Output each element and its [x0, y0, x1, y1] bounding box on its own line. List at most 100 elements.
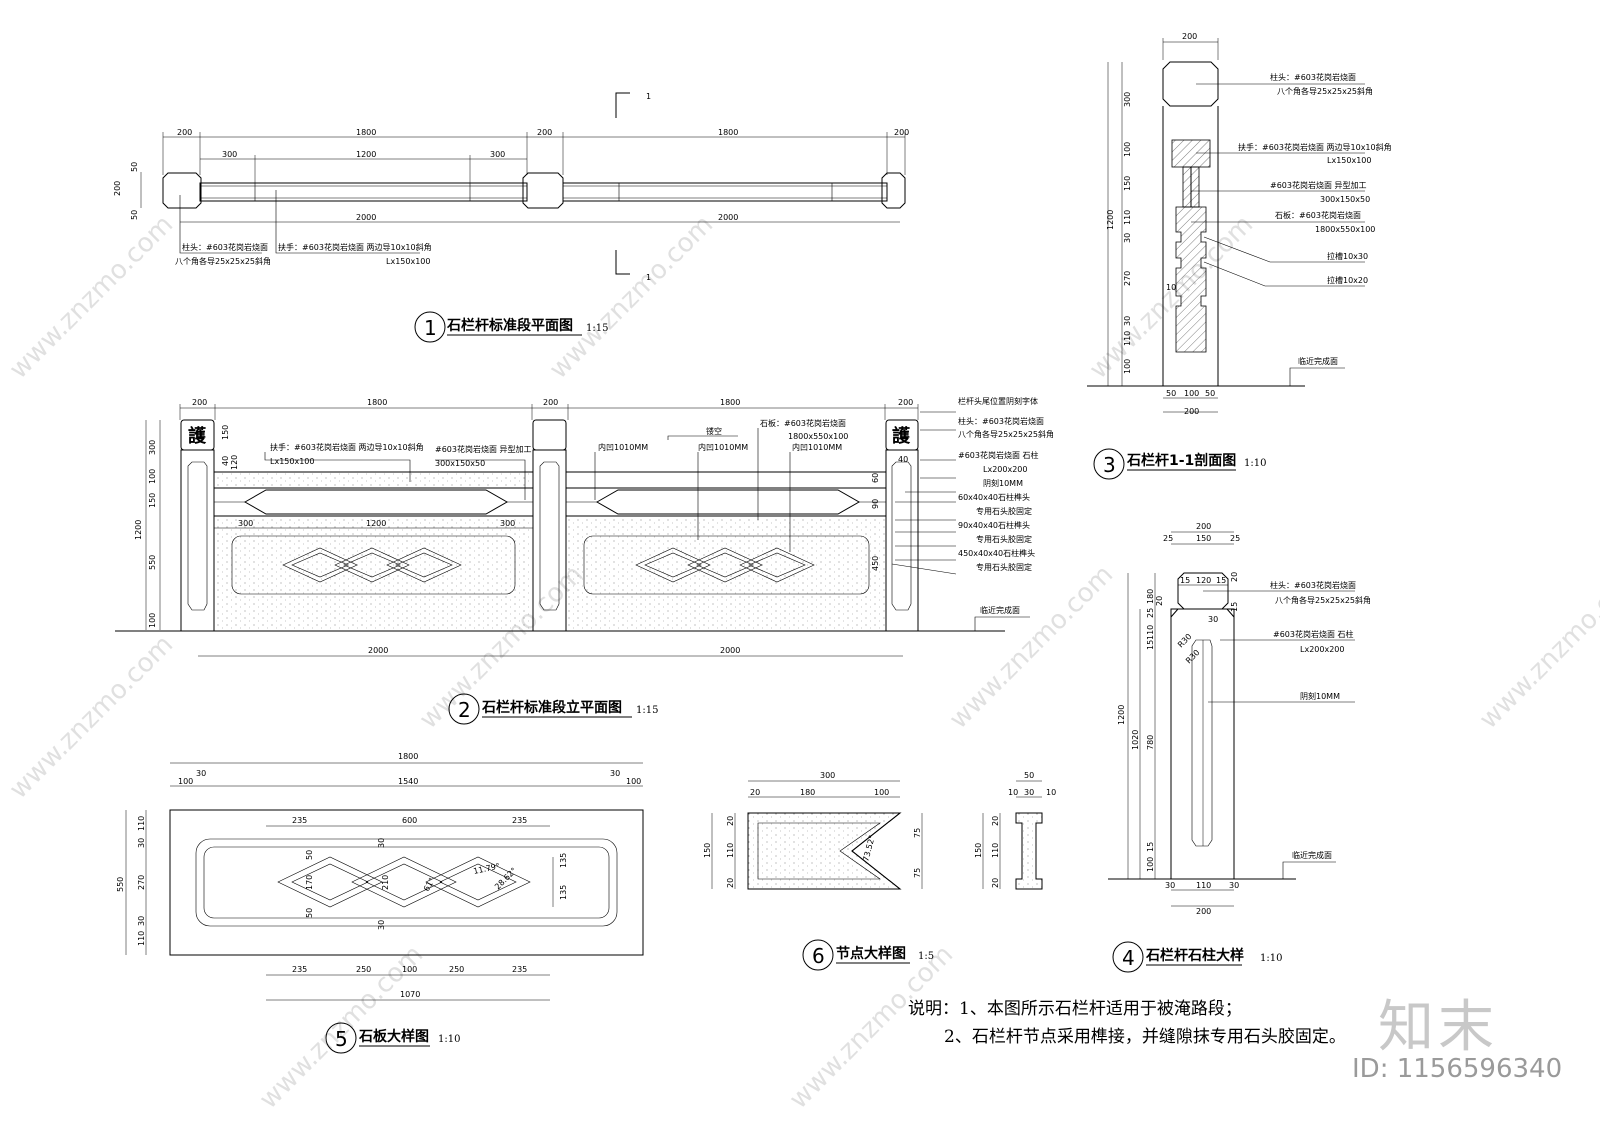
svg-text:235: 235 [292, 816, 307, 825]
svg-text:栏杆头尾位置阴刻字体: 栏杆头尾位置阴刻字体 [958, 396, 1038, 406]
svg-text:10: 10 [1008, 788, 1018, 797]
elev-post-head [532, 419, 567, 451]
svg-text:#603花岗岩烧面 异型加工: #603花岗岩烧面 异型加工 [435, 444, 532, 454]
svg-text:550: 550 [116, 877, 125, 892]
svg-text:30: 30 [137, 838, 146, 848]
svg-text:25: 25 [1146, 608, 1155, 618]
svg-text:150: 150 [1123, 176, 1132, 191]
svg-text:石板：#603花岗岩烧面: 石板：#603花岗岩烧面 [760, 418, 846, 428]
svg-text:200: 200 [894, 128, 909, 137]
slab-recess [195, 838, 618, 927]
svg-text:临近完成面: 临近完成面 [1298, 356, 1338, 366]
svg-text:20: 20 [1155, 596, 1164, 606]
svg-text:1:5: 1:5 [918, 951, 934, 962]
watermark-text: www.znzmo.com [1474, 560, 1600, 735]
svg-text:135: 135 [559, 853, 568, 868]
svg-text:200: 200 [177, 128, 192, 137]
svg-text:20: 20 [726, 816, 735, 826]
svg-text:1:15: 1:15 [586, 323, 608, 334]
note-line-2: 2、石栏杆节点采用榫接，并缝隙抹专用石头胶固定。 [944, 1027, 1346, 1047]
svg-text:#603花岗岩烧面 石柱: #603花岗岩烧面 石柱 [1273, 629, 1354, 639]
svg-text:30: 30 [610, 769, 620, 778]
svg-text:15: 15 [1230, 602, 1239, 612]
svg-text:20: 20 [991, 878, 1000, 888]
svg-text:250: 250 [356, 965, 371, 974]
watermark-text: www.znzmo.com [4, 630, 179, 805]
svg-text:1200: 1200 [366, 519, 386, 528]
svg-text:Lx200x200: Lx200x200 [983, 465, 1027, 474]
svg-text:30: 30 [1123, 316, 1132, 326]
elev-post [180, 449, 215, 632]
svg-text:八个角各导25x25x25斜角: 八个角各导25x25x25斜角 [175, 256, 271, 266]
svg-text:60: 60 [871, 473, 880, 483]
elev-special-piece [595, 489, 861, 515]
watermark-text: www.znzmo.com [544, 210, 719, 385]
svg-text:150: 150 [1196, 534, 1211, 543]
svg-text:1800: 1800 [367, 398, 387, 407]
svg-text:30: 30 [377, 920, 386, 930]
svg-text:110: 110 [1123, 210, 1132, 225]
svg-text:250: 250 [449, 965, 464, 974]
svg-text:100: 100 [1123, 359, 1132, 374]
elev-slab [213, 515, 534, 632]
svg-text:30: 30 [1165, 881, 1175, 890]
svg-text:200: 200 [1196, 522, 1211, 531]
node-i-section [1015, 812, 1043, 890]
svg-text:20: 20 [726, 878, 735, 888]
title-badge [414, 311, 446, 343]
svg-text:石板：#603花岗岩烧面: 石板：#603花岗岩烧面 [1275, 210, 1361, 220]
svg-text:150: 150 [974, 843, 983, 858]
svg-text:135: 135 [559, 885, 568, 900]
svg-text:235: 235 [512, 816, 527, 825]
slab-outline [169, 809, 644, 956]
svg-text:600: 600 [402, 816, 417, 825]
svg-text:100: 100 [402, 965, 417, 974]
section-mark-label: 1 [646, 273, 651, 282]
svg-text:2000: 2000 [718, 213, 738, 222]
section-view: 200 300 100 150 110 30 270 30 110 100 12… [1087, 32, 1392, 480]
svg-text:150: 150 [703, 843, 712, 858]
svg-text:40: 40 [221, 456, 230, 466]
svg-text:200: 200 [113, 181, 122, 196]
svg-text:110: 110 [137, 931, 146, 946]
svg-text:75: 75 [913, 828, 922, 838]
svg-text:内凹1010MM: 内凹1010MM [792, 442, 842, 452]
svg-text:临近完成面: 临近完成面 [980, 605, 1020, 615]
svg-text:780: 780 [1146, 735, 1155, 750]
svg-text:200: 200 [1182, 32, 1197, 41]
svg-text:300: 300 [500, 519, 515, 528]
title-slab: 石板大样图 [358, 1028, 429, 1045]
svg-text:1:10: 1:10 [1244, 458, 1266, 469]
svg-text:1800: 1800 [720, 398, 740, 407]
svg-text:30: 30 [196, 769, 206, 778]
svg-text:90: 90 [871, 499, 880, 509]
svg-text:90x40x40石柱榫头: 90x40x40石柱榫头 [958, 520, 1030, 530]
svg-text:75: 75 [913, 868, 922, 878]
svg-text:1200: 1200 [356, 150, 376, 159]
title-plan: 石栏杆标准段平面图 [446, 317, 573, 334]
svg-text:300: 300 [222, 150, 237, 159]
svg-text:15: 15 [1146, 842, 1155, 852]
title-section: 石栏杆1-1剖面图 [1126, 452, 1236, 469]
svg-text:300: 300 [148, 440, 157, 455]
svg-text:Lx150x100: Lx150x100 [1327, 156, 1371, 165]
svg-text:180: 180 [1146, 589, 1155, 604]
elev-special-piece [243, 489, 509, 515]
svg-text:20: 20 [750, 788, 760, 797]
svg-text:180: 180 [800, 788, 815, 797]
svg-text:270: 270 [137, 875, 146, 890]
svg-text:270: 270 [1123, 271, 1132, 286]
elevation-view: 200 1800 200 1800 200 300 100 150 550 10… [115, 396, 1054, 725]
svg-text:300x150x50: 300x150x50 [1320, 195, 1370, 204]
carved-glyph: 護 [892, 425, 911, 447]
svg-text:10: 10 [1046, 788, 1056, 797]
watermark-logo: 知末 [1378, 995, 1498, 1060]
svg-text:#603花岗岩烧面 异型加工: #603花岗岩烧面 异型加工 [1270, 180, 1367, 190]
section-handrail [1171, 139, 1211, 168]
svg-text:1200: 1200 [1117, 705, 1126, 725]
svg-text:2000: 2000 [368, 646, 388, 655]
svg-text:300: 300 [1123, 92, 1132, 107]
plan-post [162, 172, 202, 209]
svg-text:20: 20 [1230, 572, 1239, 582]
svg-text:1020: 1020 [1131, 730, 1140, 750]
